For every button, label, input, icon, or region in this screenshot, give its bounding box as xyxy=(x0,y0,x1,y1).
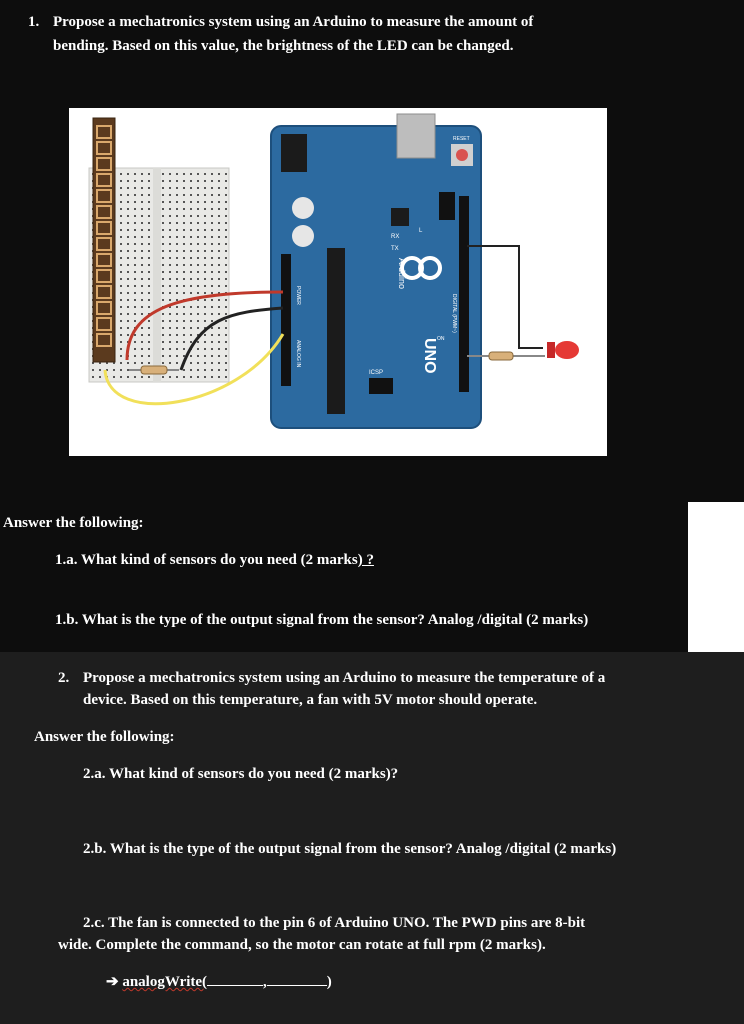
question-1a-text: 1.a. What kind of sensors do you need (2… xyxy=(55,552,358,568)
capacitor-2 xyxy=(292,225,314,247)
board-label-digital: DIGITAL (PWM~) xyxy=(451,294,457,333)
q2-line-1: Propose a mechatronics system using an A… xyxy=(83,670,606,686)
blank-field-1[interactable] xyxy=(207,971,264,986)
led-ground-wire xyxy=(467,245,543,349)
question-2b: 2.b. What is the type of the output sign… xyxy=(83,841,617,857)
breadboard-channel xyxy=(153,168,161,382)
red-wire xyxy=(125,290,284,361)
black-wire xyxy=(179,306,284,371)
board-label-icsp: ICSP xyxy=(369,370,383,376)
board-label-reset: RESET xyxy=(453,136,470,142)
q2-line-2: device. Based on this temperature, a fan… xyxy=(83,692,538,708)
icsp-header xyxy=(369,378,393,394)
icsp2-header xyxy=(439,192,455,220)
red-led-base xyxy=(547,342,555,358)
q1-number: 1. xyxy=(28,14,40,30)
question-2c-line-2: wide. Complete the command, so the motor… xyxy=(58,937,546,953)
command-line: ➔ analogWrite(,) xyxy=(106,971,332,993)
digital-headers xyxy=(459,196,469,392)
red-led xyxy=(555,341,579,359)
power-analog-headers xyxy=(281,254,291,386)
question-1a-tail: ) ? xyxy=(357,552,374,568)
board-label-power: POWER xyxy=(295,286,301,305)
question-1b: 1.b. What is the type of the output sign… xyxy=(55,612,589,628)
board-label-tx: TX xyxy=(391,246,399,252)
resistor xyxy=(140,365,168,375)
atmega-chip xyxy=(327,248,345,414)
arduino-logo-icon xyxy=(400,256,442,280)
question-2c-line-1: 2.c. The fan is connected to the pin 6 o… xyxy=(83,915,586,931)
board-label-on: ON xyxy=(437,336,445,342)
board-label-analog: ANALOG IN xyxy=(295,340,301,368)
command-close: ) xyxy=(326,974,332,990)
q2-number: 2. xyxy=(58,670,70,686)
question-1a: 1.a. What kind of sensors do you need (2… xyxy=(55,549,374,571)
flex-sensor-pattern xyxy=(96,125,112,347)
answer-heading-2: Answer the following: xyxy=(34,729,175,745)
page-margin xyxy=(688,502,744,652)
command-comma: , xyxy=(263,974,267,990)
blank-field-2[interactable] xyxy=(266,971,327,986)
usb-chip xyxy=(391,208,409,226)
yellow-wire xyxy=(103,333,285,406)
arduino-circuit-figure: UNO Arduino TX RX L ICSP RESET DIGITAL (… xyxy=(69,108,607,456)
usb-port xyxy=(396,113,436,159)
board-label-brand: Arduino xyxy=(397,258,407,289)
question-2a: 2.a. What kind of sensors do you need (2… xyxy=(83,766,399,782)
reset-button-cap xyxy=(456,149,468,161)
board-label-l: L xyxy=(419,228,423,234)
board-label-rx: RX xyxy=(391,234,399,240)
q1-line-2: bending. Based on this value, the bright… xyxy=(53,38,514,54)
board-label-uno: UNO xyxy=(421,338,438,374)
circuit-diagram: UNO Arduino TX RX L ICSP RESET DIGITAL (… xyxy=(88,113,579,429)
arrow-icon: ➔ xyxy=(106,974,119,990)
dark-page-middle xyxy=(0,502,688,652)
power-jack xyxy=(281,134,307,172)
answer-heading-1: Answer the following: xyxy=(3,515,144,531)
capacitor-1 xyxy=(292,197,314,219)
led-resistor xyxy=(488,351,514,361)
arduino-board xyxy=(270,125,482,429)
q1-line-1: Propose a mechatronics system using an A… xyxy=(53,14,534,30)
command-text: analogWrite( xyxy=(122,974,208,990)
